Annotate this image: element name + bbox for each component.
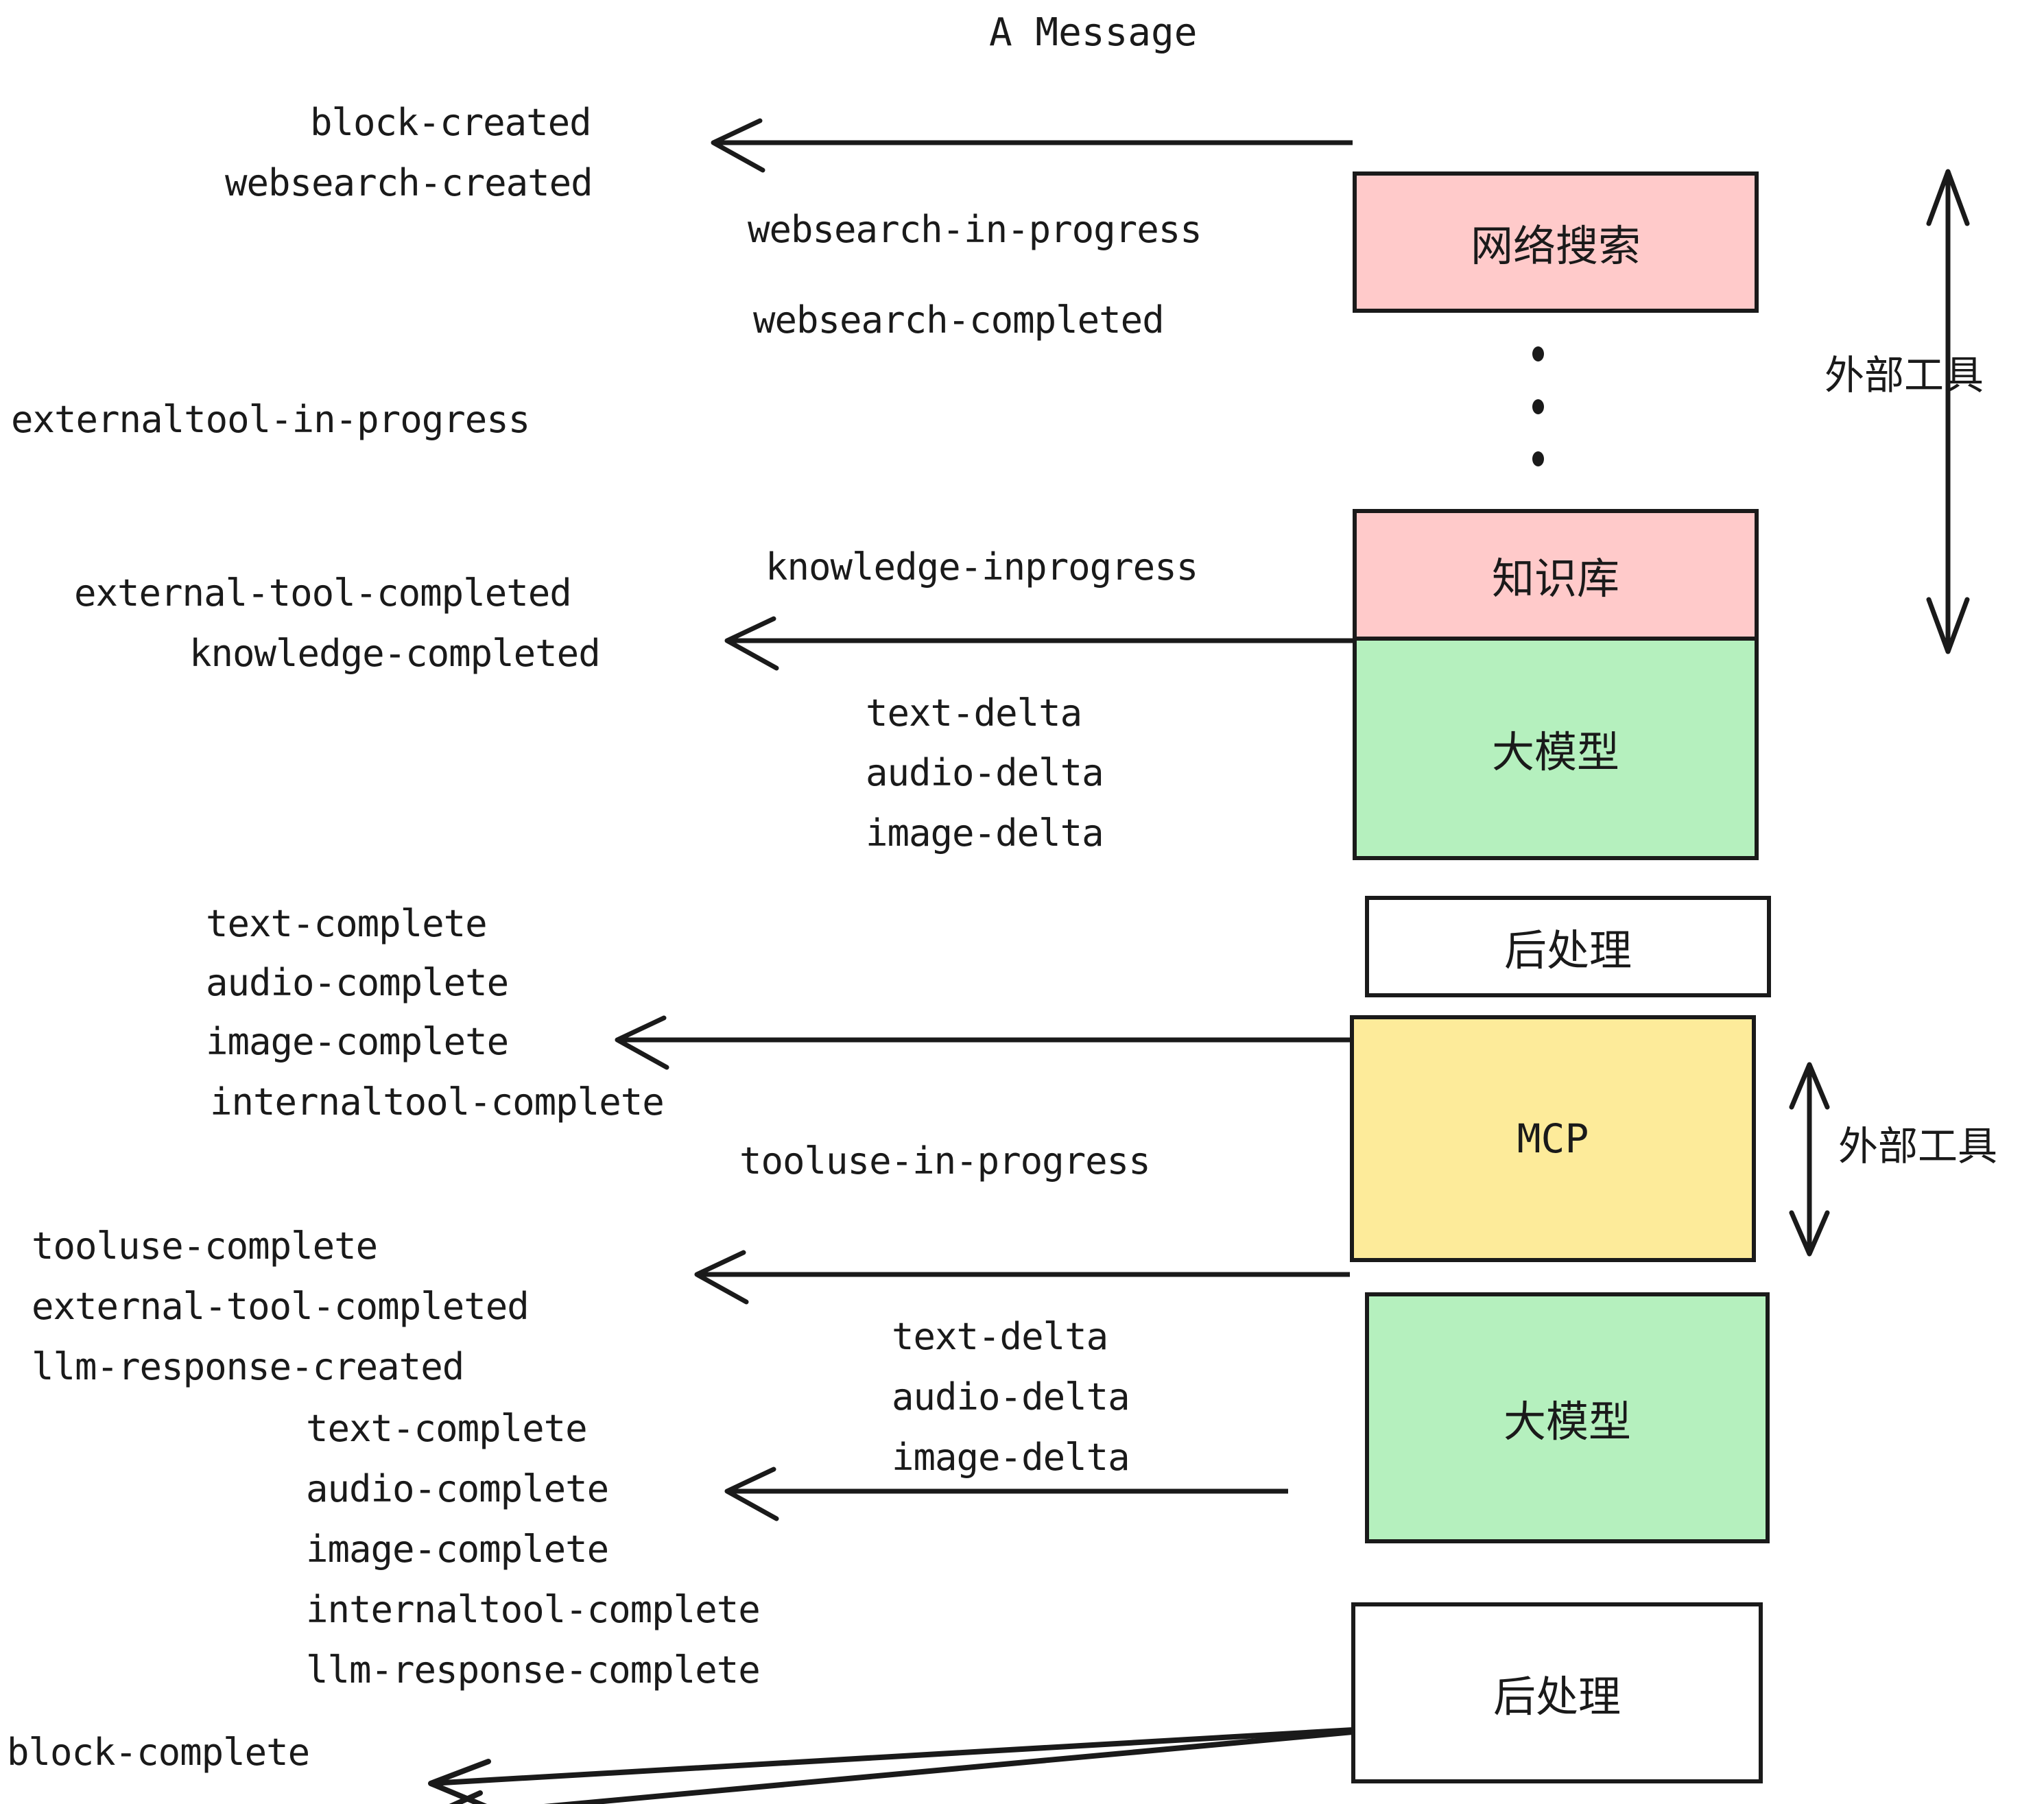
node-postprocess-second[interactable]: 后处理 (1351, 1602, 1763, 1783)
event-audio-delta-first: audio-delta (866, 751, 1104, 794)
event-image-delta-second: image-delta (892, 1436, 1130, 1479)
node-knowledge-label: 知识库 (1491, 554, 1619, 604)
event-image-complete-second: image-complete (306, 1528, 609, 1571)
event-tooluse-in-progress: tooluse-in-progress (739, 1139, 1151, 1183)
node-websearch-label: 网络搜索 (1470, 221, 1641, 271)
event-audio-complete-first: audio-complete (206, 961, 509, 1004)
node-postprocess-first-label: 后处理 (1504, 925, 1632, 975)
side-label-external-tools-top: 外部工具 (1825, 352, 1984, 399)
node-postprocess-first[interactable]: 后处理 (1365, 896, 1771, 997)
arrow-mcp-to-tooluse-complete (694, 1250, 1350, 1305)
event-image-complete-first: image-complete (206, 1020, 509, 1063)
double-arrow-external-tools-top (1926, 169, 1970, 654)
event-knowledge-completed: knowledge-completed (189, 632, 601, 675)
node-websearch[interactable]: 网络搜索 (1353, 171, 1759, 313)
arrow-llm-to-audio-complete (724, 1467, 1288, 1521)
arrow-websearch-to-block-created (711, 118, 1353, 173)
event-websearch-created: websearch-created (225, 161, 593, 204)
double-arrow-external-tools-bottom (1789, 1062, 1830, 1257)
node-llm-second-label: 大模型 (1503, 1397, 1631, 1447)
arrow-post2-to-block-complete (428, 1727, 1353, 1804)
arrow-knowledge-to-knowledge-completed (724, 616, 1353, 671)
event-websearch-in-progress: websearch-in-progress (748, 208, 1202, 251)
event-text-complete-second: text-complete (306, 1407, 588, 1450)
page-title: A Message (989, 10, 1198, 55)
node-knowledge[interactable]: 知识库 (1353, 509, 1759, 641)
event-external-tool-completed-second: external-tool-completed (32, 1285, 530, 1328)
side-label-external-tools-bottom: 外部工具 (1838, 1123, 1998, 1170)
event-websearch-completed: websearch-completed (753, 298, 1165, 342)
event-image-delta-first: image-delta (866, 811, 1104, 855)
node-llm-first[interactable]: 大模型 (1353, 637, 1759, 860)
node-llm-first-label: 大模型 (1491, 727, 1619, 777)
arrow-post-to-block-complete (449, 1729, 1353, 1804)
node-mcp[interactable]: MCP (1350, 1015, 1756, 1262)
event-llm-response-created: llm-response-created (32, 1345, 464, 1388)
event-block-created: block-created (310, 101, 592, 144)
event-block-complete: block-complete (7, 1731, 310, 1774)
event-tooluse-complete: tooluse-complete (32, 1224, 378, 1268)
event-text-delta-second: text-delta (892, 1315, 1108, 1358)
arrow-post-to-image-complete (615, 1015, 1365, 1070)
event-externaltool-in-progress: externaltool-in-progress (11, 398, 530, 441)
event-llm-response-complete: llm-response-complete (306, 1648, 761, 1692)
event-text-delta-first: text-delta (866, 691, 1082, 735)
event-external-tool-completed-first: external-tool-completed (74, 571, 572, 615)
event-text-complete-first: text-complete (206, 902, 488, 945)
node-mcp-label: MCP (1517, 1115, 1589, 1162)
node-llm-second[interactable]: 大模型 (1365, 1292, 1770, 1543)
event-audio-delta-second: audio-delta (892, 1375, 1130, 1419)
vertical-ellipsis-icon (1531, 346, 1545, 466)
node-postprocess-second-label: 后处理 (1493, 1672, 1621, 1722)
event-audio-complete-second: audio-complete (306, 1467, 609, 1510)
event-knowledge-inprogress: knowledge-inprogress (765, 545, 1198, 589)
event-internaltool-complete-second: internaltool-complete (306, 1588, 761, 1631)
event-internaltool-complete-first: internaltool-complete (210, 1080, 665, 1124)
